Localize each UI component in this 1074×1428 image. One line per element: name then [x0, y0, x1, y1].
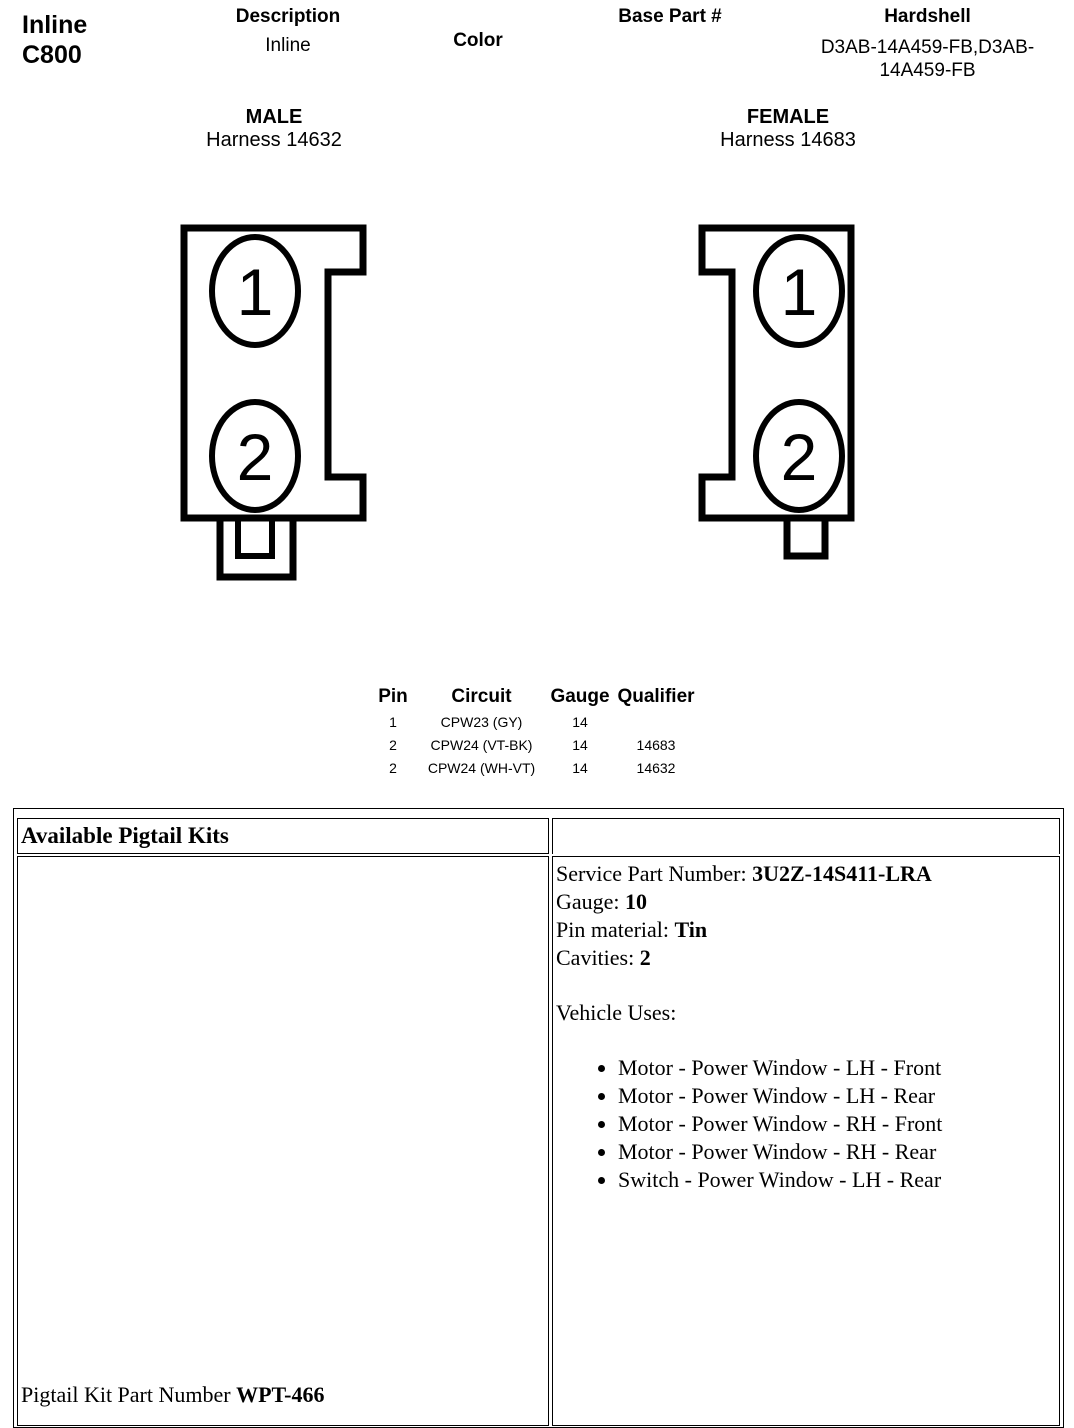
- base-part-label: Base Part #: [618, 6, 722, 27]
- pigtail-kits-heading-cell: Available Pigtail Kits: [17, 818, 549, 854]
- female-latch: [783, 514, 829, 560]
- connector-id: C800: [22, 41, 82, 69]
- circuit-cell: CPW23 (GY): [440, 713, 523, 730]
- vehicle-uses-list: Motor - Power Window - LH - Front Motor …: [556, 1054, 1059, 1194]
- qualifier-header: Qualifier: [617, 686, 695, 707]
- female-pin-1-label: 1: [781, 255, 818, 329]
- male-connector-body: [180, 224, 367, 522]
- male-pin-1-cavity: [209, 234, 301, 348]
- male-latch-outer: [216, 514, 297, 581]
- gauge: Gauge: 10: [556, 888, 1059, 916]
- cavities-value: 2: [639, 945, 651, 970]
- qualifier-cell: 14683: [636, 736, 676, 753]
- pin-material: Pin material: Tin: [556, 916, 1059, 944]
- gauge-cell: 14: [572, 736, 588, 753]
- female-pin-2-label: 2: [781, 420, 818, 494]
- circuit-header: Circuit: [451, 686, 512, 707]
- hardshell-value-line1: D3AB-14A459-FB,D3AB-: [820, 37, 1035, 58]
- table-row: 2 CPW24 (VT-BK) 14 14683: [370, 733, 699, 756]
- description-column: Description Inline: [208, 6, 368, 57]
- pin-table-header-row: Pin Circuit Gauge Qualifier: [370, 686, 699, 710]
- pigtail-kits-heading-empty-cell: [552, 818, 1060, 854]
- pigtail-kit-details-cell: Service Part Number: 3U2Z-14S411-LRA Gau…: [552, 856, 1060, 1426]
- female-connector-body: [698, 224, 855, 522]
- list-item: Motor - Power Window - RH - Rear: [618, 1138, 1059, 1166]
- pin-cell: 2: [389, 736, 397, 753]
- male-latch-inner: [235, 515, 275, 559]
- list-item: Motor - Power Window - LH - Rear: [618, 1082, 1059, 1110]
- connector-title: Inline C800: [22, 10, 87, 70]
- table-row: 1 CPW23 (GY) 14: [370, 710, 699, 733]
- gauge-label: Gauge:: [556, 889, 626, 914]
- male-pin-2-cavity: [209, 399, 301, 513]
- gauge-value: 10: [625, 889, 648, 914]
- female-heading: FEMALE Harness 14683: [688, 106, 888, 152]
- hardshell-column: Hardshell D3AB-14A459-FB,D3AB- 14A459-FB: [790, 6, 1065, 82]
- list-item: Motor - Power Window - LH - Front: [618, 1054, 1059, 1082]
- qualifier-cell: [613, 710, 699, 733]
- male-heading: MALE Harness 14632: [174, 106, 374, 152]
- female-pin-2-cavity: [753, 399, 845, 513]
- gauge-header: Gauge: [550, 686, 610, 707]
- pigtail-kit-specs: Service Part Number: 3U2Z-14S411-LRA Gau…: [553, 857, 1059, 1194]
- service-part-number-value: 3U2Z-14S411-LRA: [752, 861, 932, 886]
- pigtail-kit-image-cell: Pigtail Kit Part Number WPT-466: [17, 856, 549, 1426]
- service-part-number-label: Service Part Number:: [556, 861, 753, 886]
- description-value: Inline: [265, 35, 311, 56]
- color-label: Color: [453, 30, 503, 51]
- hardshell-value-line2: 14A459-FB: [879, 60, 976, 81]
- female-pin-1-cavity: [753, 234, 845, 348]
- circuit-cell: CPW24 (VT-BK): [430, 736, 533, 753]
- cavities: Cavities: 2: [556, 944, 1059, 972]
- female-label: FEMALE: [746, 106, 830, 128]
- table-row: 2 CPW24 (WH-VT) 14 14632: [370, 756, 699, 779]
- pin-material-label: Pin material:: [556, 917, 675, 942]
- male-label: MALE: [245, 106, 303, 128]
- pin-table: Pin Circuit Gauge Qualifier 1 CPW23 (GY)…: [370, 686, 699, 779]
- female-connector-diagram: 1 2: [698, 224, 855, 560]
- pin-material-value: Tin: [674, 917, 708, 942]
- circuit-cell: CPW24 (WH-VT): [427, 759, 536, 776]
- description-label: Description: [235, 6, 341, 27]
- list-item: Motor - Power Window - RH - Front: [618, 1110, 1059, 1138]
- hardshell-label: Hardshell: [884, 6, 971, 27]
- service-part-number: Service Part Number: 3U2Z-14S411-LRA: [556, 860, 1059, 888]
- male-harness: Harness 14632: [206, 129, 342, 151]
- pin-cell: 2: [389, 759, 397, 776]
- pigtail-kit-value: WPT-466: [236, 1382, 325, 1407]
- pin-header: Pin: [378, 686, 408, 707]
- vehicle-uses-label: Vehicle Uses:: [556, 1000, 677, 1025]
- qualifier-cell: 14632: [636, 759, 676, 776]
- female-harness: Harness 14683: [720, 129, 856, 151]
- pigtail-kit-part-number: Pigtail Kit Part Number WPT-466: [21, 1381, 325, 1409]
- connector-type: Inline: [22, 11, 88, 39]
- gauge-cell: 14: [572, 759, 588, 776]
- gauge-cell: 14: [572, 713, 588, 730]
- cavities-label: Cavities:: [556, 945, 640, 970]
- pin-cell: 1: [389, 713, 397, 730]
- male-pin-2-label: 2: [237, 420, 274, 494]
- male-pin-1-label: 1: [237, 255, 274, 329]
- pigtail-kits-heading: Available Pigtail Kits: [21, 823, 229, 848]
- list-item: Switch - Power Window - LH - Rear: [618, 1166, 1059, 1194]
- pigtail-kit-label: Pigtail Kit Part Number: [21, 1382, 237, 1407]
- male-connector-diagram: 1 2: [180, 224, 367, 581]
